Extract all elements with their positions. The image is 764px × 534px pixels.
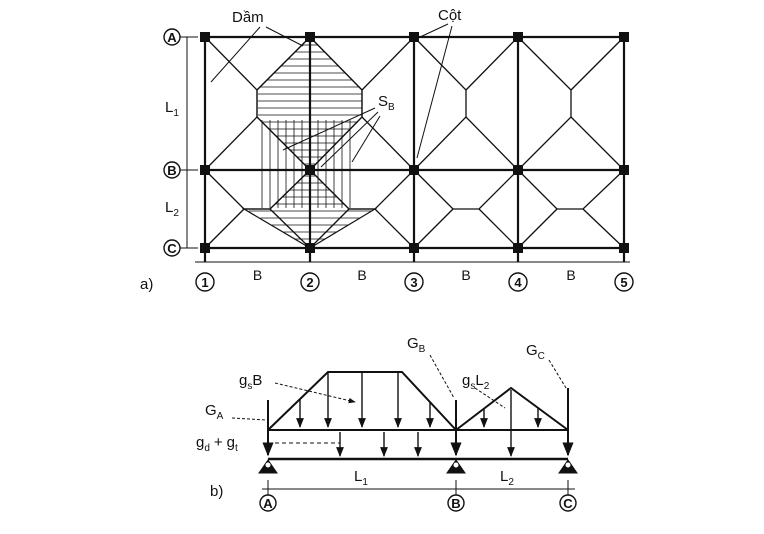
L1-label: L1 (354, 468, 368, 488)
span-b-label: B (461, 267, 470, 283)
column-post (200, 32, 210, 42)
row-axis-c: C (163, 239, 198, 257)
supports (258, 459, 578, 474)
span-l2-label: L2 (165, 199, 179, 219)
column-post (513, 243, 523, 253)
row-axis-bubbles: A B C (163, 28, 198, 257)
column-axis-3: 3 (404, 272, 424, 292)
part-b-label: b) (210, 483, 223, 500)
column-post (619, 243, 629, 253)
support-axis-a: A (259, 494, 277, 512)
span-l1-label: L1 (165, 99, 179, 119)
column-post (619, 32, 629, 42)
svg-text:B: B (451, 496, 460, 511)
row-axis-a: A (163, 28, 198, 46)
slab-label: SB (378, 93, 395, 113)
svg-text:5: 5 (620, 275, 627, 290)
column-post (513, 32, 523, 42)
svg-text:2: 2 (306, 275, 313, 290)
column-post (513, 165, 523, 175)
svg-text:A: A (167, 30, 177, 45)
column-axis-5: 5 (614, 272, 634, 292)
svg-text:C: C (563, 496, 573, 511)
column-post (200, 243, 210, 253)
columns (200, 32, 629, 253)
row-axis-b: B (163, 161, 198, 179)
gsL2-label: gsL2 (462, 372, 490, 392)
distributed-load-arrows (296, 372, 542, 457)
column-post (409, 32, 419, 42)
L2-label: L2 (500, 468, 514, 488)
support-axis-b: B (447, 494, 465, 512)
GC-label: GC (526, 342, 545, 362)
column-axis-1: 1 (195, 272, 215, 292)
pin-support (258, 459, 278, 474)
load-diagram (231, 354, 575, 496)
pin-support (446, 459, 466, 474)
column-post (409, 243, 419, 253)
support-axis-c: C (559, 494, 577, 512)
svg-text:C: C (167, 241, 177, 256)
floor-plan (186, 23, 630, 263)
svg-text:3: 3 (410, 275, 417, 290)
gd-gt-label: gd+gt (196, 434, 238, 454)
gsB-label: gsB (239, 372, 262, 392)
column-post (305, 32, 315, 42)
GA-label: GA (205, 402, 224, 422)
GB-label: GB (407, 335, 426, 355)
part-a-label: a) (140, 276, 153, 293)
column-axis-bubbles: 1 2 3 4 5 (195, 272, 634, 292)
span-b-label: B (566, 267, 575, 283)
svg-text:A: A (263, 496, 273, 511)
column-post (305, 243, 315, 253)
beam-label: Dầm (232, 9, 264, 26)
span-b-label: B (357, 267, 366, 283)
svg-text:1: 1 (201, 275, 208, 290)
column-post (619, 165, 629, 175)
svg-text:B: B (167, 163, 176, 178)
span-b-label: B (253, 267, 262, 283)
column-label: Cột (438, 7, 462, 24)
column-axis-4: 4 (508, 272, 528, 292)
leader-lines (210, 23, 453, 168)
column-post (409, 165, 419, 175)
column-post (200, 165, 210, 175)
column-post (305, 165, 315, 175)
column-axis-2: 2 (300, 272, 320, 292)
pin-support (558, 459, 578, 474)
svg-text:4: 4 (514, 275, 522, 290)
support-axis-bubbles: A B C (259, 494, 577, 512)
